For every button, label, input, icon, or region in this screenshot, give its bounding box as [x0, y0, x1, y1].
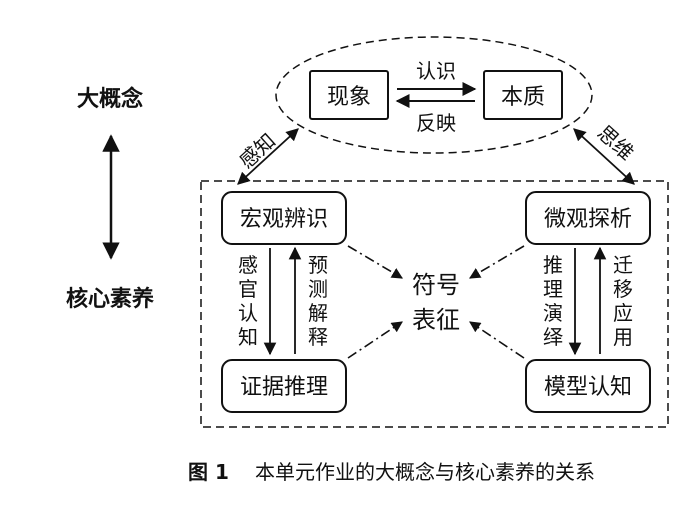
- micro-to-symbol-arrow: [469, 245, 525, 279]
- phenomenon-node: 现象: [309, 70, 389, 120]
- perception-label: 感知: [234, 128, 280, 173]
- model-to-symbol-arrow: [469, 321, 525, 359]
- recognize-label: 认识: [416, 59, 456, 83]
- thinking-label: 思维: [593, 120, 639, 165]
- model-cognition-label: 模型认知: [544, 375, 632, 400]
- transfer-application-label: 迁移应用: [613, 253, 633, 349]
- evidence-to-symbol-arrow: [347, 321, 403, 359]
- thinking-link: [573, 128, 635, 185]
- macro-identification-label: 宏观辨识: [240, 207, 328, 232]
- big-concept-label: 大概念: [77, 86, 143, 112]
- perception-link: [237, 128, 299, 185]
- model-cognition-node: 模型认知: [525, 359, 651, 413]
- figure-caption: 本单元作业的大概念与核心素养的关系: [255, 460, 595, 484]
- big-concept-ellipse: [275, 36, 593, 154]
- core-literacy-label: 核心素养: [66, 286, 154, 312]
- symbol-label: 符号: [412, 271, 460, 299]
- micro-analysis-label: 微观探析: [544, 207, 632, 232]
- micro-analysis-node: 微观探析: [525, 191, 651, 245]
- macro-identification-node: 宏观辨识: [221, 191, 347, 245]
- evidence-reasoning-node: 证据推理: [221, 359, 347, 413]
- essence-node: 本质: [483, 70, 563, 120]
- essence-label: 本质: [501, 85, 545, 110]
- evidence-reasoning-label: 证据推理: [240, 375, 328, 400]
- deduction-label: 推理演绎: [543, 253, 563, 349]
- phenomenon-label: 现象: [327, 85, 371, 110]
- prediction-explanation-label: 预测解释: [308, 253, 328, 349]
- macro-to-symbol-arrow: [347, 245, 403, 279]
- core-literacy-frame: [200, 180, 669, 428]
- representation-label: 表征: [412, 306, 460, 334]
- reflect-label: 反映: [416, 111, 456, 135]
- figure-number: 图 1: [188, 460, 229, 484]
- sensory-cognition-label: 感官认知: [238, 253, 258, 349]
